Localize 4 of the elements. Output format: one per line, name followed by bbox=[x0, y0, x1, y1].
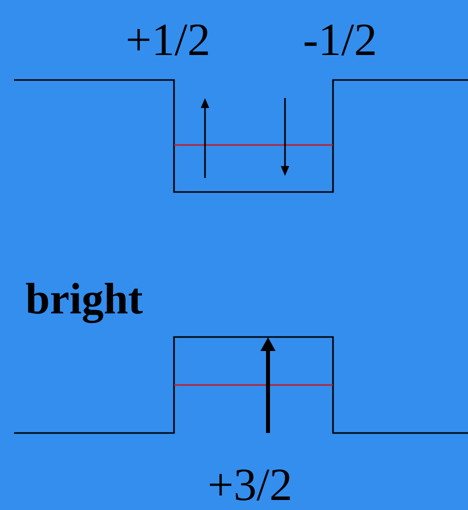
label-text: -1/2 bbox=[304, 24, 375, 56]
label-text: +3/2 bbox=[210, 470, 290, 500]
label-text: +1/2 bbox=[128, 24, 208, 56]
label-text: bright bbox=[26, 282, 143, 324]
